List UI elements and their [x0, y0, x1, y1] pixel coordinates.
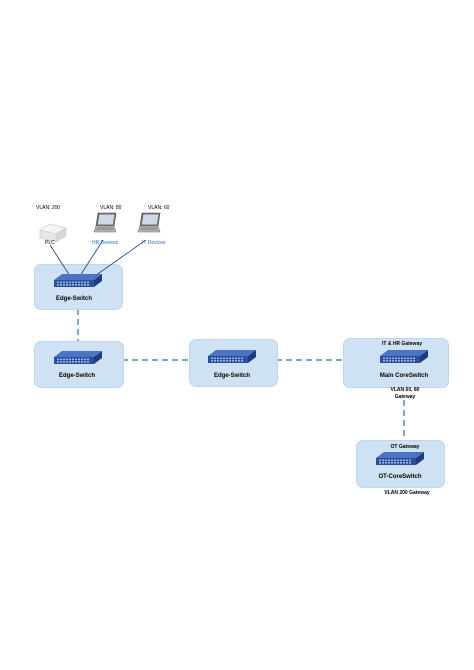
- hr-vlan-label: VLAN: 80: [100, 205, 122, 211]
- ot-coreswitch-icon: [376, 452, 424, 465]
- plc-vlan-label: VLAN: 200: [36, 205, 61, 211]
- edge-switch-mid-icon: [208, 350, 256, 363]
- vlan-60-80-gateway-label: VLAN 60, 80 Gateway: [391, 387, 420, 401]
- main-coreswitch-box: [343, 338, 449, 388]
- link-hr-to-edge-top: [79, 239, 104, 277]
- it-hr-gateway-label: IT & HR Gateway: [381, 341, 423, 347]
- plc-device-label: PLC: [45, 240, 55, 246]
- main-coreswitch-icon: [380, 350, 428, 363]
- laptop-icon: [137, 212, 161, 233]
- link-plc-to-edge-top: [49, 244, 71, 277]
- link-it-to-edge-top: [91, 239, 147, 279]
- edge-switch-top-icon: [54, 274, 102, 287]
- plc-icon: [39, 223, 67, 243]
- vlan-60-80-gateway-line2: Gateway: [394, 394, 416, 400]
- main-coreswitch-label: Main CoreSwitch: [379, 373, 429, 379]
- ot-gateway-label: OT Gateway: [390, 444, 420, 450]
- it-device-label: IT Devices: [142, 240, 166, 246]
- ot-coreswitch-label: OT-CoreSwitch: [378, 474, 422, 480]
- vlan-60-80-gateway-line1: VLAN 60, 80: [390, 387, 420, 393]
- edge-switch-top-label: Edge-Switch: [55, 296, 93, 302]
- edge-switch-left-box: [34, 341, 124, 388]
- edge-switch-mid-box: [189, 339, 278, 387]
- edge-switch-mid-label: Edge-Switch: [213, 373, 251, 379]
- it-vlan-label: VLAN: 60: [148, 205, 170, 211]
- edge-switch-top-box: [34, 264, 123, 310]
- laptop-icon: [93, 212, 117, 233]
- hr-device-label: HR Devices: [92, 240, 119, 246]
- vlan-200-gateway-label: VLAN 200 Gateway: [384, 490, 430, 496]
- edge-switch-left-icon: [54, 351, 102, 364]
- edge-switch-left-label: Edge-Switch: [58, 373, 96, 379]
